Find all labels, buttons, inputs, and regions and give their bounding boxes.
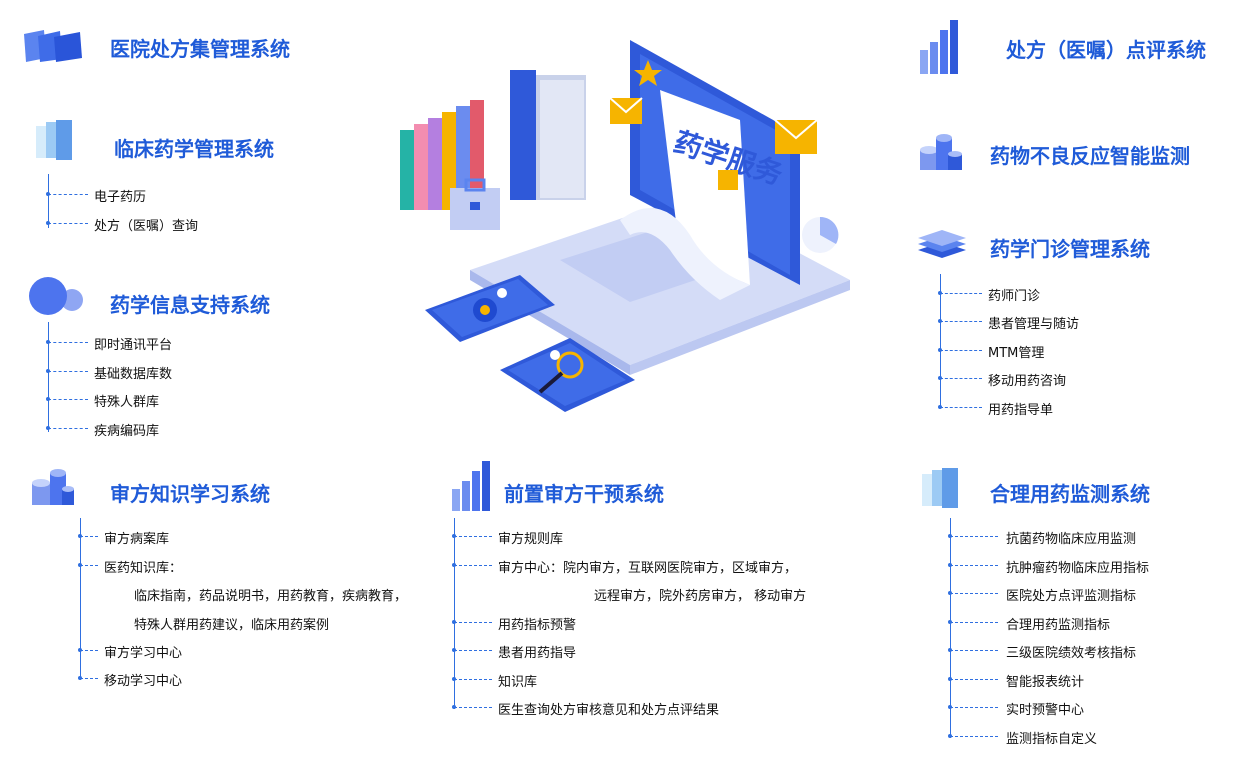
title-clinical-pharmacy-system: 临床药学管理系统 <box>114 137 274 161</box>
list-item: 药师门诊 <box>988 289 1041 304</box>
list-item: 处方（医嘱）查询 <box>94 219 199 234</box>
title-adverse-reaction-monitor: 药物不良反应智能监测 <box>990 144 1190 168</box>
list-item: 审方规则库 <box>498 532 564 547</box>
cylinders-icon <box>918 130 966 176</box>
list-item: 移动学习中心 <box>104 674 183 689</box>
spheres-icon <box>26 274 84 318</box>
list-item: 医生查询处方审核意见和处方点评结果 <box>498 703 720 718</box>
list-item: 抗肿瘤药物临床应用指标 <box>1006 561 1150 576</box>
list-item: 审方学习中心 <box>104 646 183 661</box>
list-item: 远程审方，院外药房审方， 移动审方 <box>594 589 807 604</box>
list-item: 三级医院绩效考核指标 <box>1006 646 1137 661</box>
list-item: 患者用药指导 <box>498 646 577 661</box>
list-item: 移动用药咨询 <box>988 374 1067 389</box>
panels-icon <box>32 118 76 164</box>
title-rational-drug-monitor: 合理用药监测系统 <box>990 482 1150 506</box>
bar-chart-icon <box>450 459 496 515</box>
list-item: 医药知识库： <box>104 561 183 576</box>
list-item: 用药指导单 <box>988 403 1054 418</box>
title-pharmacy-info-system: 药学信息支持系统 <box>110 293 270 317</box>
list-item: 审方病案库 <box>104 532 170 547</box>
bar-chart-icon <box>918 18 964 78</box>
list-item: 用药指标预警 <box>498 618 577 633</box>
list-item: MTM管理 <box>988 346 1045 361</box>
title-hospital-formulary-system: 医院处方集管理系统 <box>110 37 290 61</box>
list-item: 知识库 <box>498 675 538 690</box>
list-item: 审方中心：院内审方，互联网医院审方，区域审方， <box>498 561 798 576</box>
panels-icon <box>918 466 962 512</box>
list-item: 医院处方点评监测指标 <box>1006 589 1137 604</box>
list-item: 电子药历 <box>94 190 147 205</box>
title-prescription-review-system: 处方（医嘱）点评系统 <box>1006 38 1206 62</box>
list-item: 特殊人群库 <box>94 395 160 410</box>
list-item: 实时预警中心 <box>1006 703 1085 718</box>
list-item: 基础数据库数 <box>94 367 173 382</box>
list-item: 即时通讯平台 <box>94 338 173 353</box>
list-item: 智能报表统计 <box>1006 675 1085 690</box>
list-item: 抗菌药物临床应用监测 <box>1006 532 1137 547</box>
title-pre-review-system: 前置审方干预系统 <box>504 482 664 506</box>
list-item: 临床指南，药品说明书，用药教育，疾病教育， <box>134 589 408 604</box>
title-review-knowledge-system: 审方知识学习系统 <box>110 482 270 506</box>
stack-icon <box>914 228 970 262</box>
layers-icon <box>22 28 86 64</box>
cylinders-icon <box>28 465 78 511</box>
title-pharmacy-clinic-system: 药学门诊管理系统 <box>990 237 1150 261</box>
list-item: 合理用药监测指标 <box>1006 618 1111 633</box>
list-item: 监测指标自定义 <box>1006 732 1098 747</box>
list-item: 特殊人群用药建议，临床用药案例 <box>134 618 330 633</box>
pharmacy-service-illustration: 药学服务 <box>390 20 860 415</box>
list-item: 疾病编码库 <box>94 424 160 439</box>
list-item: 患者管理与随访 <box>988 317 1080 332</box>
